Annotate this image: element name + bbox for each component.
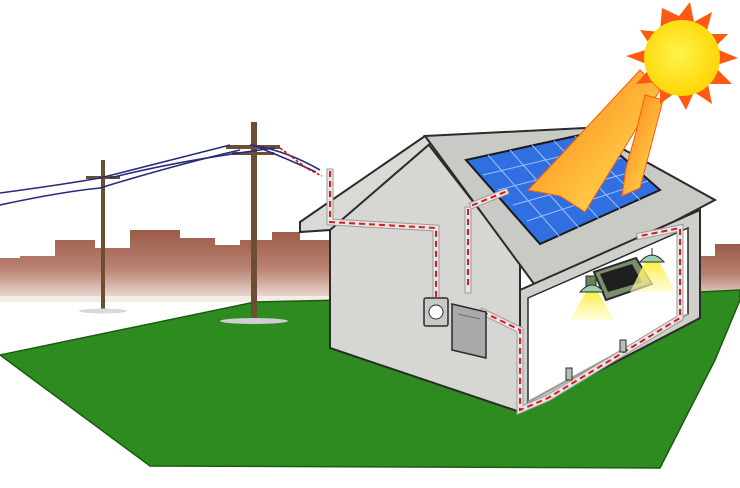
breaker-box-icon: [451, 303, 487, 359]
service-drop: [279, 147, 323, 177]
utility-poles: [0, 122, 323, 324]
power-lines: [0, 144, 321, 206]
ceiling-lamp-icon: [630, 248, 676, 292]
wiring-conduits: [326, 168, 684, 416]
ceiling-lamp-icon: [570, 284, 614, 320]
wall-outlets: [565, 339, 627, 381]
power-meter-icon: [423, 297, 449, 327]
utility-pole-icon: [220, 122, 288, 324]
sun-icon: [626, 2, 738, 110]
